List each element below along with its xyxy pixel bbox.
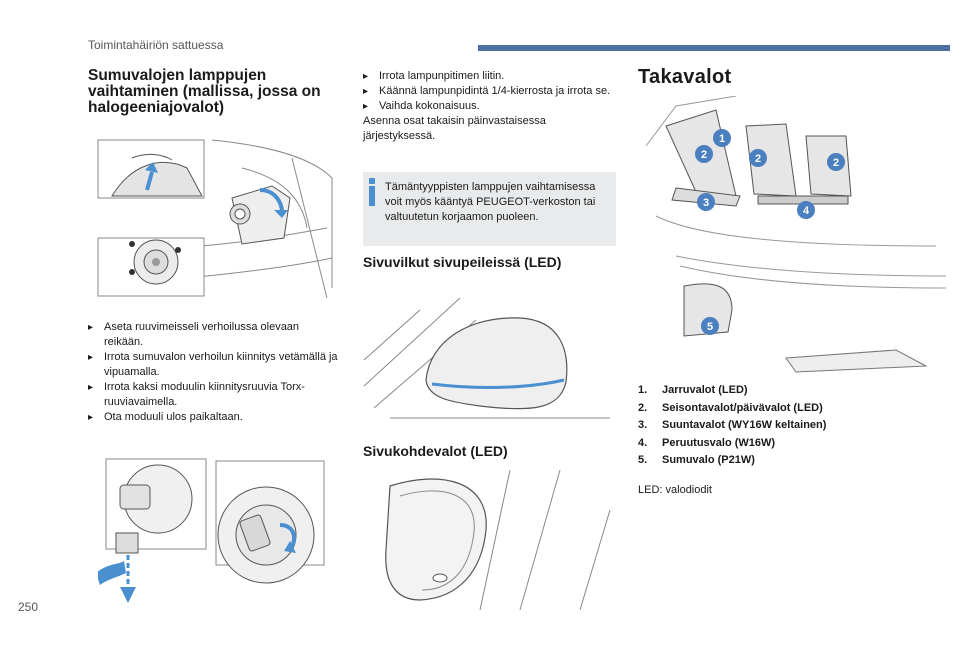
info-icon-bar (369, 186, 375, 206)
side-lamp-illustration (385, 470, 611, 610)
fog-title-line-1: Sumuvalojen lamppujen (88, 67, 267, 84)
fog-step-4: Ota moduuli ulos paikaltaan. (88, 410, 338, 425)
bulb-steps: Irrota lampunpitimen liitin. Käännä lamp… (363, 69, 618, 144)
badge-5: 5 (707, 321, 713, 333)
legend-item: 3.Suuntavalot (WY16W keltainen) (638, 419, 827, 431)
bulb-holder-illustration (98, 458, 325, 603)
legend-item: 4.Peruutusvalo (W16W) (638, 436, 776, 449)
badge-1: 1 (719, 133, 725, 145)
badge-2a: 2 (701, 149, 707, 161)
fog-step-1: Aseta ruuvimeisseli verhoilussa olevaan … (88, 320, 338, 350)
badge-4: 4 (803, 205, 810, 217)
page-number: 250 (18, 600, 39, 614)
bulb-step-1: Irrota lampunpitimen liitin. (363, 69, 618, 84)
fog-lamp-title: Sumuvalojen lamppujen vaihtaminen (malli… (88, 68, 338, 116)
badge-2b: 2 (755, 153, 761, 165)
fog-step-3: Irrota kaksi moduulin kiinnitysruuvia To… (88, 380, 338, 410)
reassemble-text: Asenna osat takaisin päinvastaisessa jär… (363, 115, 546, 142)
section-title: Toimintahäiriön sattuessa (88, 38, 224, 52)
fog-lamp-removal-illustration (97, 139, 333, 299)
fog-step-2: Irrota sumuvalon verhoilun kiinnitys vet… (88, 350, 338, 380)
header-accent-bar (478, 45, 950, 51)
mirror-indicators-title: Sivuvilkut sivupeileissä (LED) (363, 254, 562, 270)
rear-lights-legend: 1.Jarruvalot (LED) 2.Seisontavalot/päivä… (638, 384, 826, 472)
info-box: Tämäntyyppisten lamppujen vaihtamisessa … (363, 172, 616, 246)
legend-item: 2.Seisontavalot/päivävalot (LED) (638, 401, 823, 414)
info-text: Tämäntyyppisten lamppujen vaihtamisessa … (385, 181, 596, 223)
fog-steps: Aseta ruuvimeisseli verhoilussa olevaan … (88, 320, 338, 425)
mirror-indicator-illustration (363, 297, 610, 419)
legend-item: 5.Sumuvalo (P21W) (638, 454, 755, 466)
bulb-step-3: Vaihda kokonaisuus. (363, 99, 618, 114)
led-note: LED: valodiodit (638, 484, 712, 496)
rear-lights-illustration: 1 2 2 2 3 4 5 (645, 96, 947, 373)
rear-lights-title: Takavalot (638, 66, 732, 88)
fog-title-line-2: vaihtaminen (mallissa, jossa on (88, 83, 321, 100)
badge-2c: 2 (833, 157, 839, 169)
fog-title-line-3: halogeeniajovalot) (88, 99, 225, 116)
side-lamps-title: Sivukohdevalot (LED) (363, 443, 508, 459)
bulb-step-2: Käännä lampunpidintä 1/4-kierrosta ja ir… (363, 84, 618, 99)
info-icon (369, 178, 375, 184)
badge-3: 3 (703, 197, 709, 209)
legend-item: 1.Jarruvalot (LED) (638, 384, 748, 396)
